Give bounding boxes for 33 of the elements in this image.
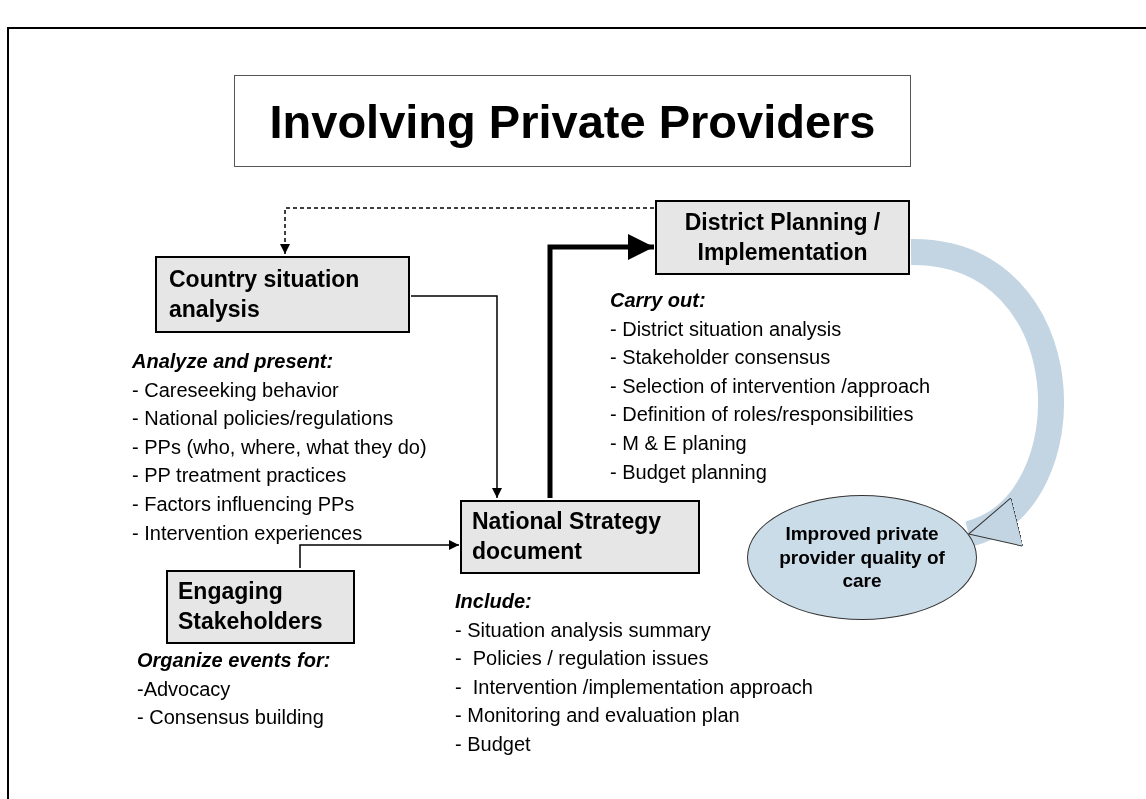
list-item: - Stakeholder consensus [610,345,831,371]
process-box: National Strategy document [460,500,700,574]
list-item: - Budget [455,732,531,757]
list-item: - PP treatment practices [132,463,347,489]
list-item: - Careseeking behavior [132,377,339,403]
list-heading: Carry out: [610,288,706,313]
list-item: - Factors influencing PPs [132,492,355,517]
list-item: - Situation analysis summary [455,617,711,643]
arrow [410,295,502,499]
list-item: - District situation analysis [610,316,842,342]
title-banner: Involving Private Providers [234,75,911,167]
list-heading: Analyze and present: [132,349,334,374]
list-item: - PPs (who, where, what they do) [132,434,427,460]
list-item: - Selection of intervention /approach [610,373,931,399]
list-heading: Organize events for: [137,648,331,673]
arrow [299,540,460,569]
process-box: Engaging Stakeholders [166,570,355,644]
list-item: - Intervention /implementation approach [455,674,813,700]
list-heading: Include: [455,589,532,614]
list-item: - National policies/regulations [132,406,394,432]
list-item: -Advocacy [137,676,231,702]
arrow [280,207,655,255]
list-item: - Policies / regulation issues [455,646,709,672]
list-item: - Budget planning [610,459,767,485]
list-item: - Monitoring and evaluation plan [455,703,740,729]
process-box: District Planning / Implementation [655,200,910,275]
process-box: Country situation analysis [155,256,410,333]
list-item: - M & E planing [610,431,747,456]
list-item: - Consensus building [137,705,324,731]
list-item: - Intervention experiences [132,520,363,546]
list-item: - Definition of roles/responsibilities [610,402,914,428]
outcome-ellipse: Improved private provider quality of care [747,495,977,620]
curved-arrow [909,239,1064,546]
